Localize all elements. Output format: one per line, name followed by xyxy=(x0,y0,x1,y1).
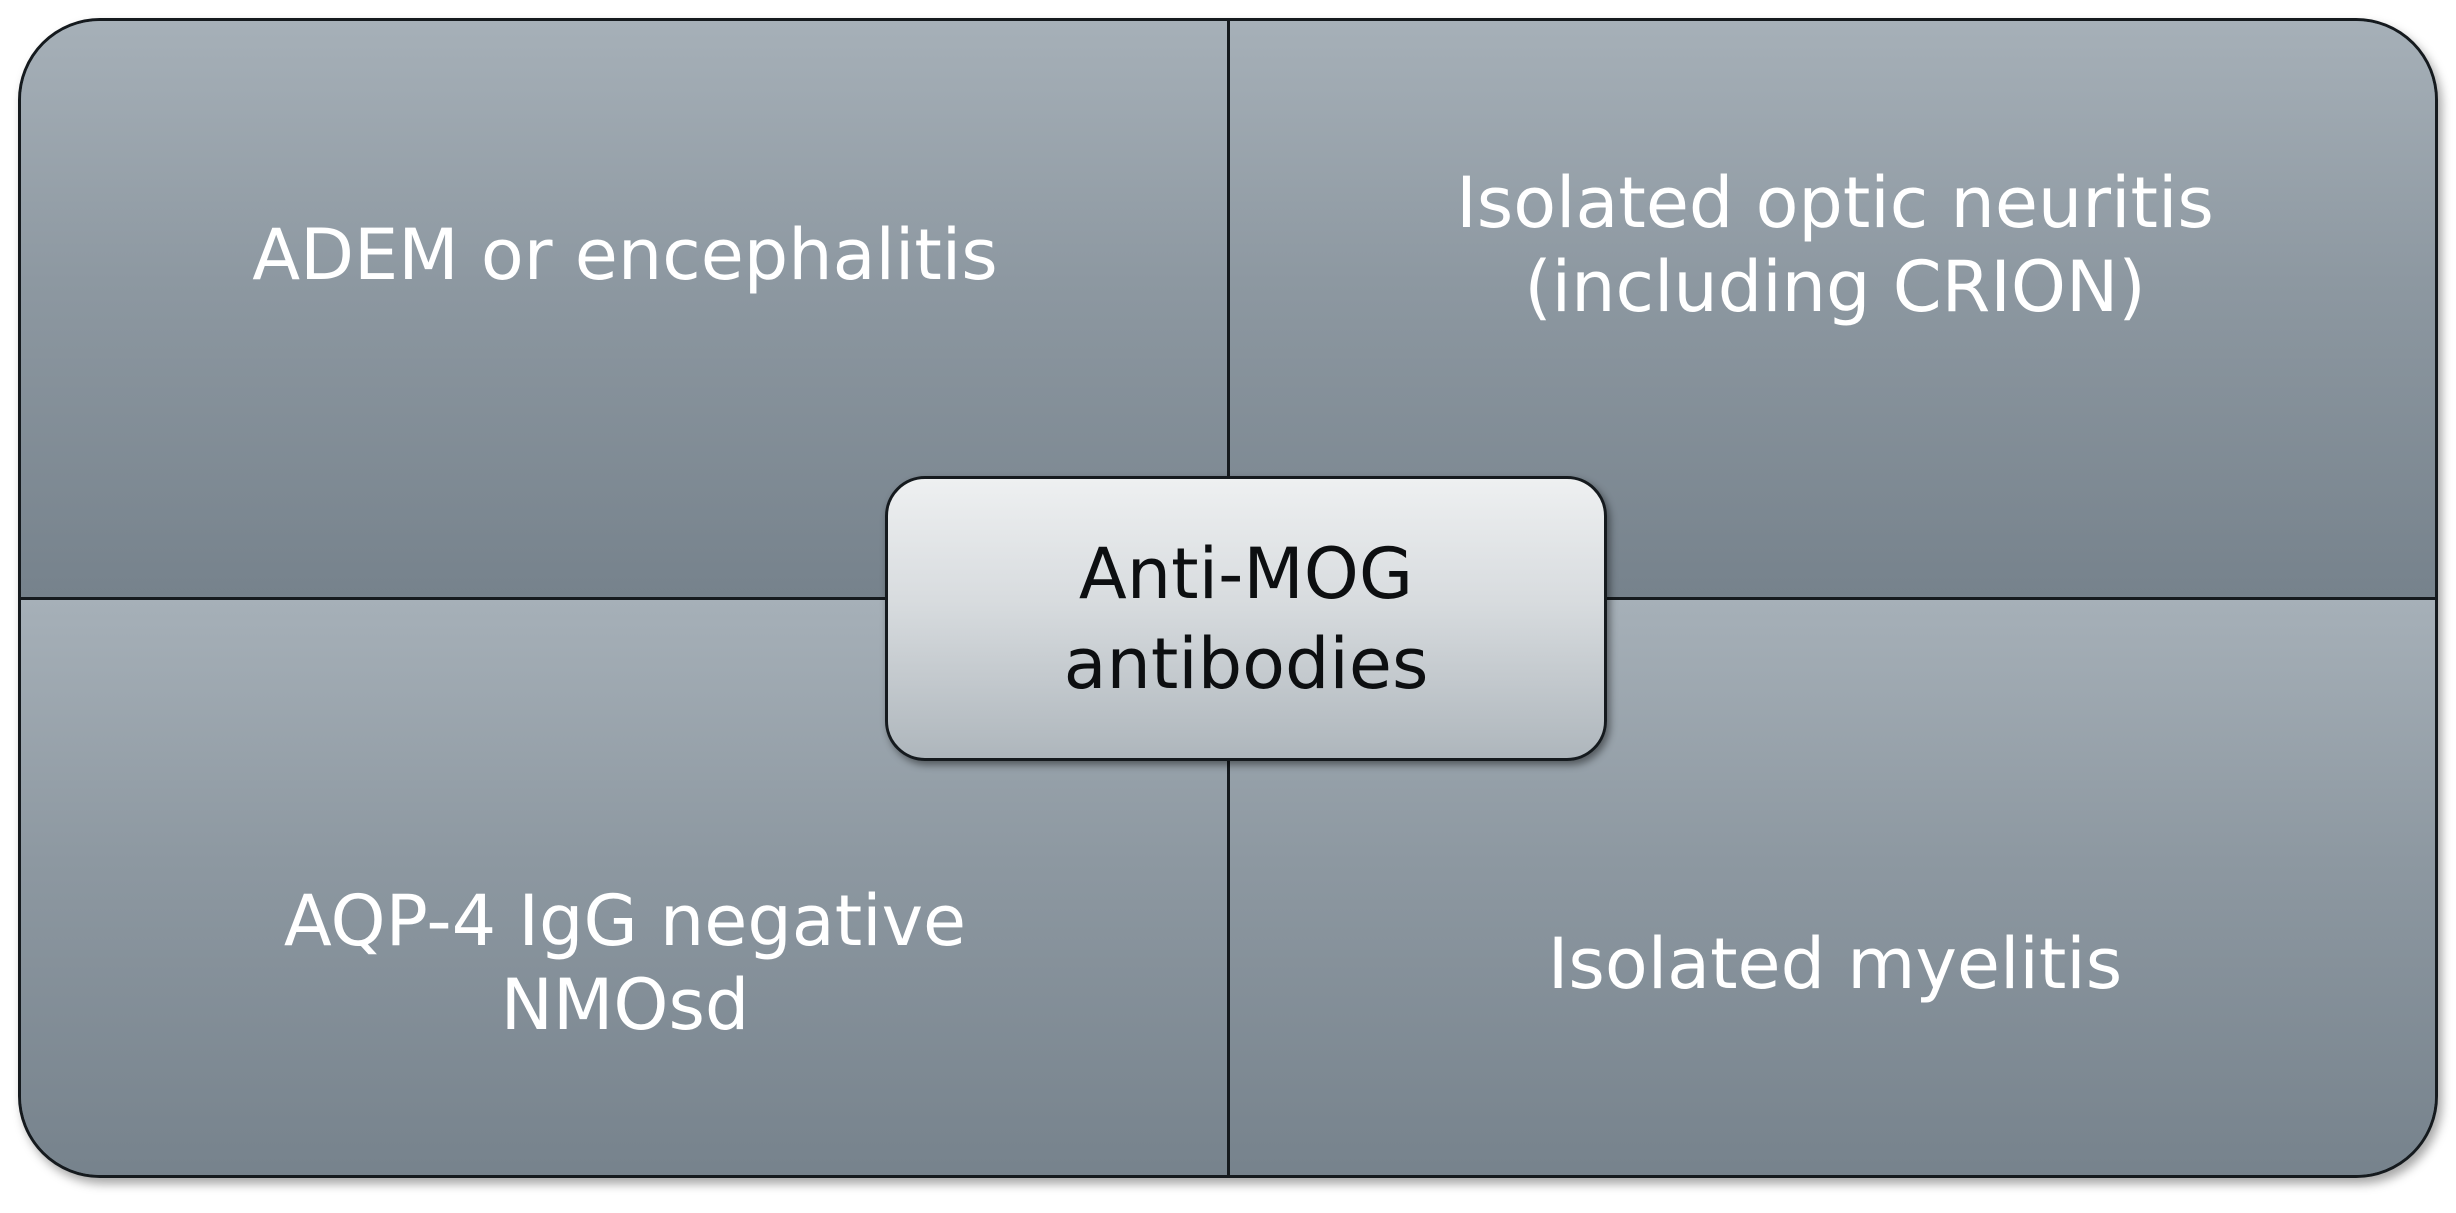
quadrant-label: Isolated myelitis xyxy=(1229,922,2435,1006)
quadrant-isolated-optic-neuritis: Isolated optic neuritis (including CRION… xyxy=(1229,21,2435,599)
center-node-anti-mog: Anti-MOG antibodies xyxy=(885,476,1607,761)
diagram-panel: ADEM or encephalitis Isolated optic neur… xyxy=(18,18,2438,1178)
center-node-label-line: antibodies xyxy=(1063,622,1429,705)
quadrant-label-line: Isolated optic neuritis xyxy=(1456,162,2214,244)
quadrant-label-line: NMOsd xyxy=(500,964,750,1046)
quadrant-adem-encephalitis: ADEM or encephalitis xyxy=(21,21,1229,599)
quadrant-label: ADEM or encephalitis xyxy=(21,213,1229,297)
quadrant-label-line: ADEM or encephalitis xyxy=(252,214,998,296)
quadrant-aqp4-negative-nmosd: AQP-4 IgG negative NMOsd xyxy=(21,599,1229,1175)
quadrant-label-line: Isolated myelitis xyxy=(1547,923,2123,1005)
quadrant-label-line: (including CRION) xyxy=(1524,246,2146,328)
center-node-label-line: Anti-MOG xyxy=(1078,532,1414,615)
quadrant-label: Isolated optic neuritis (including CRION… xyxy=(1229,161,2435,329)
center-node-label: Anti-MOG antibodies xyxy=(1064,529,1429,709)
quadrant-label-line: AQP-4 IgG negative xyxy=(283,880,967,962)
quadrant-label: AQP-4 IgG negative NMOsd xyxy=(21,879,1229,1047)
